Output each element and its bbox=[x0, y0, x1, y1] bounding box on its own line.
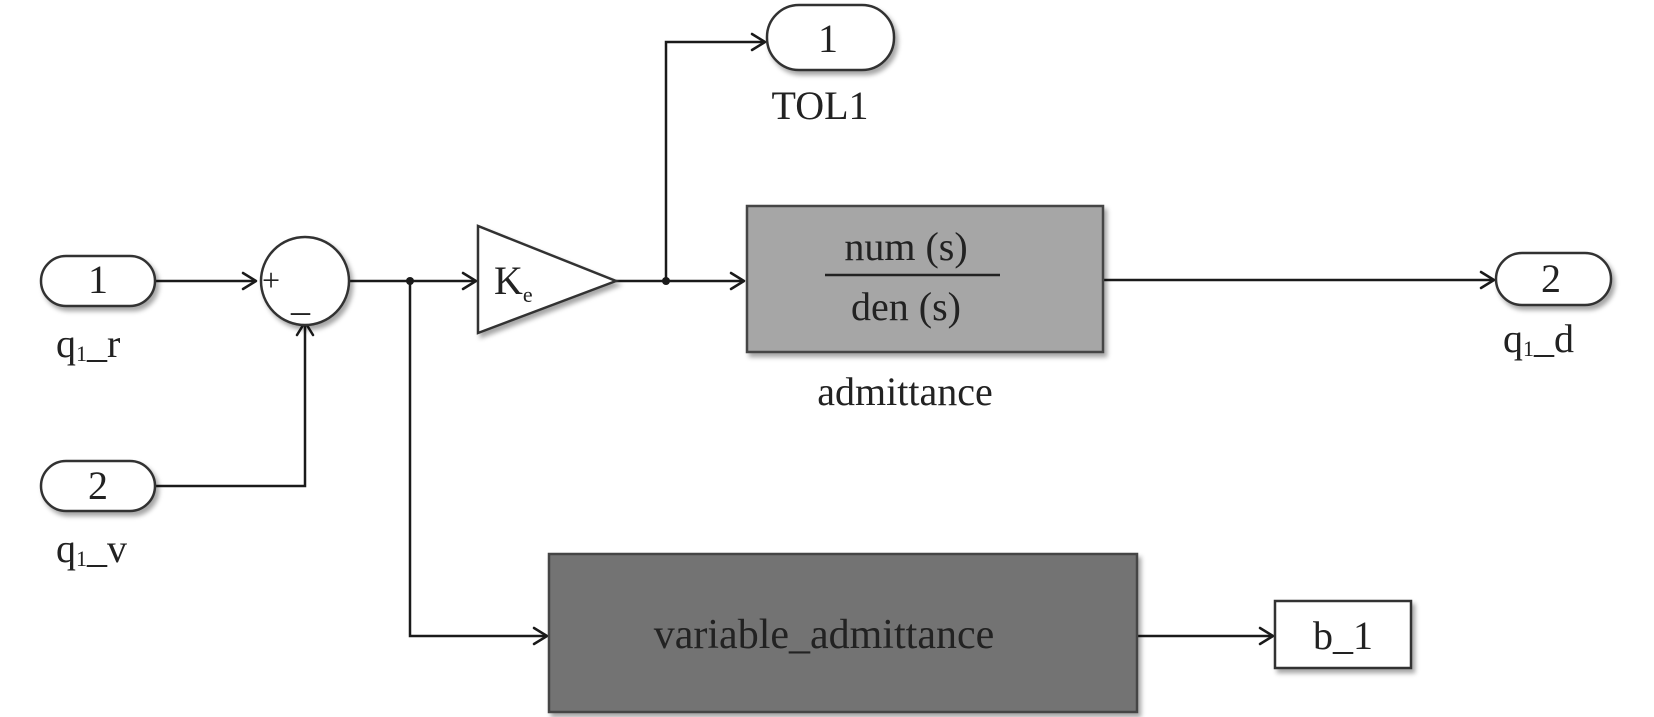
arrowhead-sum-plus bbox=[241, 271, 258, 291]
outport-tol1-number: 1 bbox=[818, 16, 838, 61]
outport-tol1-block[interactable]: 1 bbox=[765, 3, 896, 72]
subsystem-label: variable_admittance bbox=[654, 612, 995, 658]
wire-inport2-to-sum bbox=[155, 322, 307, 488]
tf-numerator: num (s) bbox=[844, 224, 967, 269]
inport-2-number: 2 bbox=[88, 463, 108, 508]
sum-plus-sign: + bbox=[262, 262, 280, 298]
goto-block[interactable]: b_1 bbox=[1273, 599, 1413, 670]
arrowhead-tf bbox=[729, 271, 746, 291]
inport-2-block[interactable]: 2 bbox=[39, 459, 157, 513]
arrowhead-gain bbox=[461, 271, 478, 291]
tf-denominator: den (s) bbox=[851, 284, 961, 329]
inport-1-block[interactable]: 1 bbox=[39, 254, 157, 308]
gain-block[interactable]: Ke bbox=[476, 224, 620, 335]
inport-1-number: 1 bbox=[88, 257, 108, 302]
arrowhead-goto bbox=[1258, 626, 1275, 646]
wire-branch-to-tol1 bbox=[664, 40, 765, 281]
inport-1-label: q1_r bbox=[56, 321, 120, 366]
gain-label: Ke bbox=[494, 258, 533, 307]
outport-2-label: q1_d bbox=[1503, 316, 1574, 361]
outport-tol1-label: TOL1 bbox=[771, 83, 868, 128]
goto-label: b_1 bbox=[1313, 613, 1373, 658]
wire-branch-to-subsystem bbox=[408, 281, 547, 638]
sum-block[interactable]: + _ bbox=[259, 235, 351, 327]
outport-2-number: 2 bbox=[1541, 256, 1561, 301]
sum-minus-sign: _ bbox=[290, 277, 311, 319]
tf-label: admittance bbox=[817, 369, 992, 414]
arrowhead-subsystem bbox=[532, 626, 549, 646]
arrowhead-outport2 bbox=[1479, 270, 1496, 290]
variable-admittance-subsystem[interactable]: variable_admittance bbox=[547, 552, 1139, 714]
arrowhead-tol1 bbox=[750, 32, 767, 52]
outport-2-block[interactable]: 2 bbox=[1494, 251, 1613, 307]
inport-2-label: q1_v bbox=[56, 526, 127, 571]
transfer-function-block[interactable]: num (s) den (s) bbox=[745, 204, 1105, 354]
